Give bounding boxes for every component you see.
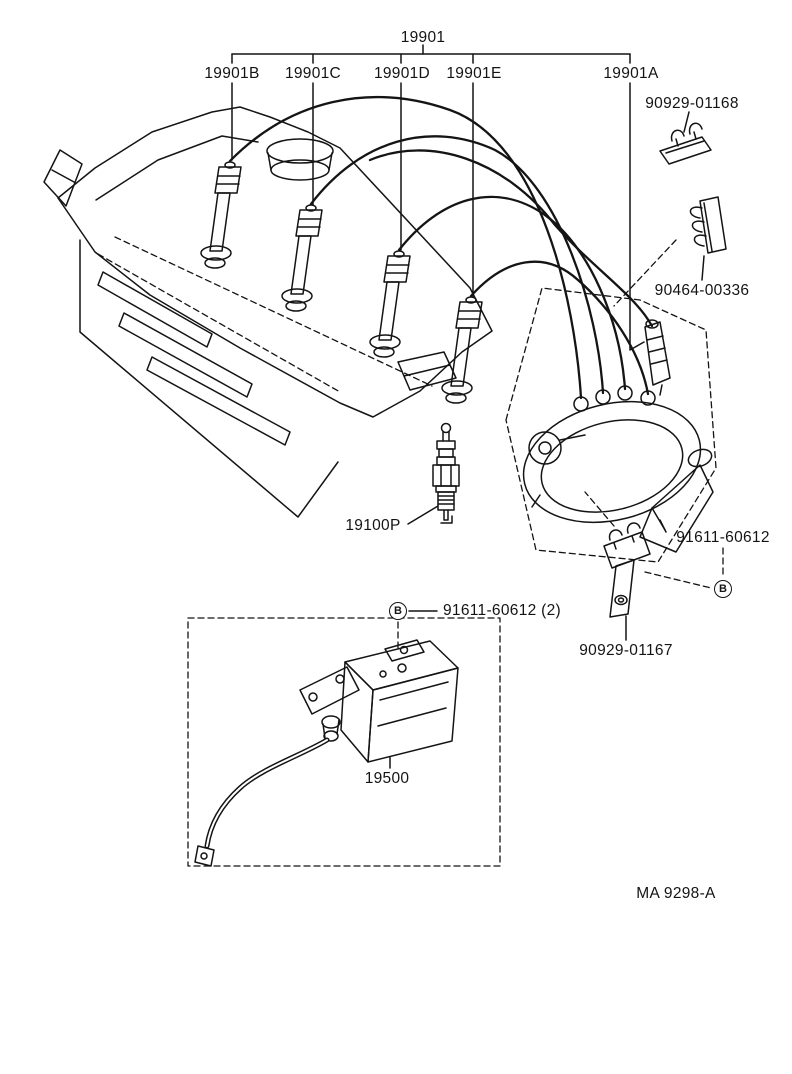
wire-clamp-lower (689, 196, 727, 254)
engine-valve-cover (43, 106, 493, 518)
spark-plug (432, 422, 460, 524)
bolt-ref-marker-left: B (389, 602, 407, 620)
wire-boot-3 (369, 250, 411, 358)
bolt-ref-marker-right: B (714, 580, 732, 598)
wire-boot-4 (441, 296, 483, 404)
label-bolt-qty: 91611-60612 (2) (443, 602, 561, 619)
label-wire-no3: 19901D (373, 65, 431, 82)
label-coil-wire: 19901A (603, 65, 659, 82)
label-wire-set: 19901 (400, 29, 446, 46)
label-wire-no2: 19901C (284, 65, 342, 82)
label-coil-bracket: 90929-01167 (579, 642, 673, 659)
callout-leader-lines (231, 44, 705, 769)
label-clamp-upper: 90929-01168 (645, 95, 739, 112)
wire-boot-2 (281, 204, 323, 312)
label-wire-no1: 19901B (204, 65, 260, 82)
wire-clamp-upper (659, 122, 712, 165)
spark-plug-wire-set (200, 95, 671, 404)
label-clamp-lower: 90464-00336 (654, 282, 750, 299)
label-spark-plug: 19100P (345, 517, 401, 534)
coil-mounting-bracket (603, 522, 651, 618)
figure-code: MA 9298-A (636, 885, 716, 902)
coil-lead-wire (194, 737, 330, 867)
label-wire-no4: 19901E (446, 65, 502, 82)
ignition-coil (299, 639, 459, 763)
dashed-reference-lines (97, 236, 724, 867)
label-bolt: 91611-60612 (676, 529, 770, 546)
wire-boot-1 (200, 161, 242, 269)
wire-strands (228, 95, 654, 400)
distributor (522, 385, 714, 553)
label-ignition-coil: 19500 (364, 770, 410, 787)
